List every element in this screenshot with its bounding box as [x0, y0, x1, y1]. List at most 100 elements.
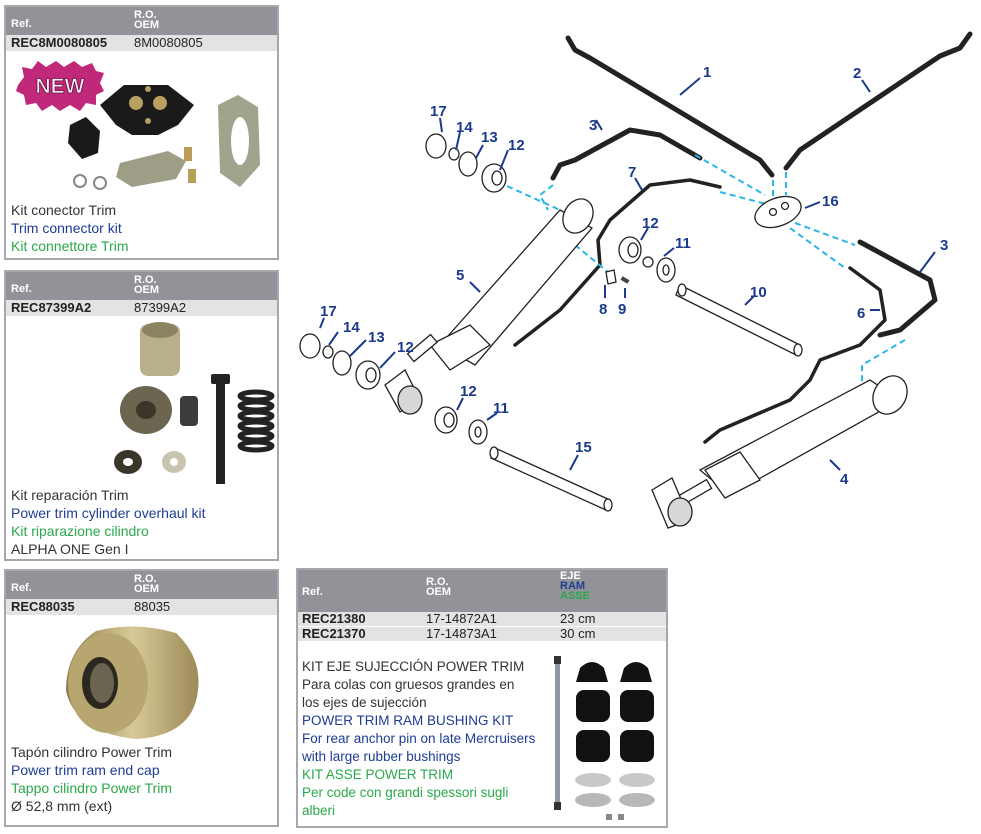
ro-oem-header: R.O.OEM	[134, 9, 160, 31]
gasket-small	[116, 151, 186, 187]
hose-3-lower	[857, 239, 938, 338]
desc-es-body: los ejes de sujección	[302, 695, 427, 710]
callout-3-lower: 3	[940, 237, 948, 254]
row-ref: REC21370	[302, 626, 366, 641]
desc-it: Kit connettore Trim	[11, 238, 129, 254]
callout-6: 6	[857, 305, 865, 322]
desc-en: Power trim ram end cap	[11, 762, 160, 778]
desc-it: Kit riparazione cilindro	[11, 523, 149, 539]
callout-5: 5	[456, 267, 464, 284]
callout-1: 1	[703, 64, 711, 81]
ro-oem-header: R.O.OEM	[134, 274, 160, 296]
ref-header: Ref.	[11, 18, 32, 30]
description: Kit conector Trim Trim connector kit Kit…	[11, 201, 129, 255]
ref-header: Ref.	[11, 582, 32, 594]
description: Tapón cilindro Power Trim Power trim ram…	[11, 743, 172, 815]
desc-it-title: KIT ASSE POWER TRIM	[302, 767, 454, 782]
callout-17-upper: 17	[430, 103, 447, 120]
bracket-and-screw	[605, 269, 630, 285]
row-oem: 17-14872A1	[426, 611, 497, 626]
bushing-set-lower-left	[299, 333, 381, 390]
connector-kit-photo: NEW	[16, 61, 260, 190]
callout-13-lower: 13	[368, 329, 385, 346]
desc-it-body: alberi	[302, 803, 336, 818]
overhaul-kit-photo	[114, 322, 275, 484]
bushing-set-middle	[434, 406, 488, 445]
bushing	[180, 396, 198, 426]
card-header: Ref. R.O.OEM	[6, 7, 277, 35]
desc-en: Trim connector kit	[11, 220, 122, 236]
product-card-connector-kit: Ref. R.O.OEM REC8M0080805 8M0080805 NEW …	[4, 5, 279, 260]
callout-4: 4	[840, 471, 849, 488]
desc-es: Kit conector Trim	[11, 202, 117, 218]
power-trim-exploded-diagram: 1 2 3 3 4 5 6 7 8 9 10 11 11 12 12 12 12…	[299, 31, 973, 529]
callout-13-upper: 13	[481, 129, 498, 146]
anchor-pin	[555, 658, 560, 808]
desc-es: Tapón cilindro Power Trim	[11, 744, 173, 760]
product-oem: 87399A2	[134, 300, 187, 315]
callout-3-upper: 3	[589, 117, 597, 134]
card-header: Ref. R.O.OEM	[6, 571, 277, 599]
desc-es: Kit reparación Trim	[11, 487, 129, 503]
ref-header: Ref.	[11, 283, 32, 295]
callout-14-lower: 14	[343, 319, 360, 336]
spring	[237, 389, 275, 453]
callout-leaders	[319, 77, 936, 471]
hose-3-upper	[550, 127, 703, 181]
table-row: REC21380 17-14872A1 23 cm	[298, 612, 666, 627]
desc-en-title: POWER TRIM RAM BUSHING KIT	[302, 713, 514, 728]
bolt	[216, 374, 225, 484]
description: KIT EJE SUJECCIÓN POWER TRIM Para colas …	[302, 658, 552, 820]
callout-12-middle: 12	[460, 383, 477, 400]
callout-14-upper: 14	[456, 119, 473, 136]
trim-ram-lower	[651, 375, 908, 529]
connector-body	[100, 85, 194, 135]
callout-17-lower: 17	[320, 303, 337, 320]
desc-extra: ALPHA ONE Gen I	[11, 541, 129, 557]
manifold-block	[754, 195, 802, 229]
bushing-set-right	[618, 236, 676, 283]
callout-12-right: 12	[642, 215, 659, 232]
hose-2	[783, 31, 973, 171]
end-cap-photo	[66, 626, 199, 739]
bushing-kit-photo	[554, 656, 655, 820]
desc-it-body: Per code con grandi spessori sugli	[302, 785, 509, 800]
svg-text:NEW: NEW	[36, 75, 85, 98]
product-card-end-cap: Ref. R.O.OEM REC88035 88035 Tapón cilind…	[4, 569, 279, 827]
anchor-pin-15	[489, 446, 613, 512]
callout-8: 8	[599, 301, 607, 318]
hose-1	[565, 35, 775, 178]
ro-oem-header: R.O.OEM	[134, 573, 160, 595]
row-size: 23 cm	[560, 611, 596, 626]
desc-en-body: with large rubber bushings	[302, 749, 461, 764]
product-card-overhaul-kit: Ref. R.O.OEM REC87399A2 87399A2 Kit repa…	[4, 270, 279, 561]
new-badge: NEW	[16, 61, 104, 111]
callout-15: 15	[575, 439, 592, 456]
desc-en: Power trim cylinder overhaul kit	[11, 505, 206, 521]
product-row: REC88035 88035	[6, 599, 277, 615]
callout-16: 16	[822, 193, 839, 210]
cover-plate	[68, 117, 100, 159]
product-row: REC8M0080805 8M0080805	[6, 35, 277, 51]
row-ref: REC21380	[302, 611, 366, 626]
callout-12-lower-left: 12	[397, 339, 414, 356]
product-ref: REC87399A2	[11, 300, 92, 315]
callout-10: 10	[750, 284, 767, 301]
callout-11-upper: 11	[675, 235, 691, 252]
table-row: REC21370 17-14873A1 30 cm	[298, 627, 666, 642]
connection-lines	[497, 154, 906, 385]
anchor-pin-10	[675, 283, 803, 357]
product-ref: REC88035	[11, 599, 75, 614]
card-header: Ref. R.O.OEM	[6, 272, 277, 300]
hose-6	[703, 266, 887, 444]
callout-labels: 1 2 3 3 4 5 6 7 8 9 10 11 11 12 12 12 12…	[320, 64, 948, 488]
callout-2: 2	[853, 65, 861, 82]
callout-11-lower: 11	[493, 400, 509, 417]
description: Kit reparación Trim Power trim cylinder …	[11, 486, 206, 558]
product-ref: REC8M0080805	[11, 35, 108, 50]
col-ro-oem: R.O.OEM	[426, 576, 452, 598]
callout-9: 9	[618, 301, 626, 318]
product-oem: 88035	[134, 599, 171, 614]
